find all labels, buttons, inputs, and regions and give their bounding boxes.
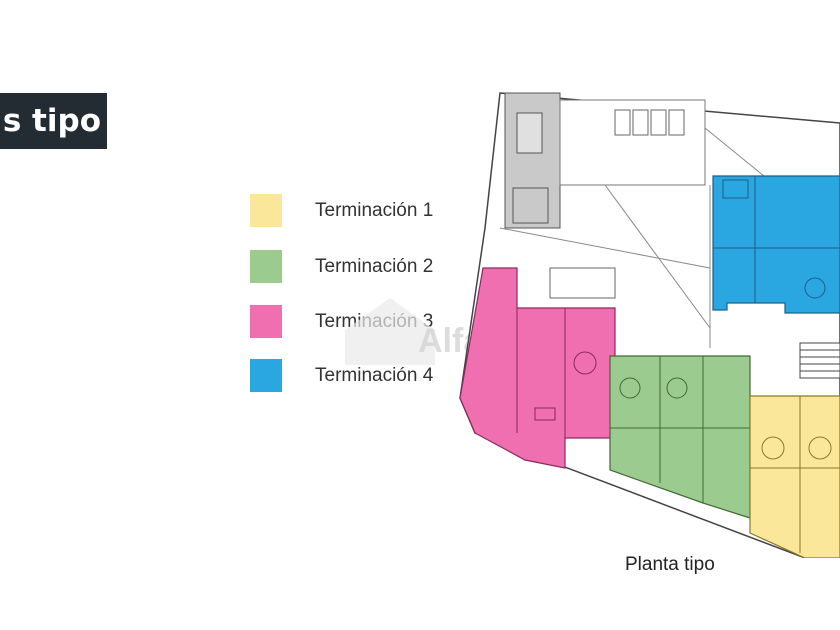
legend-swatch-1 bbox=[250, 194, 282, 227]
legend-item-1: Terminación 1 bbox=[250, 194, 470, 228]
floor-plan bbox=[459, 92, 840, 558]
pool-icon bbox=[512, 187, 549, 224]
unit-terminacion-4 bbox=[712, 175, 840, 314]
legend-label-2: Terminación 2 bbox=[315, 256, 434, 277]
stair-core bbox=[799, 342, 840, 379]
unit-terminacion-1 bbox=[749, 395, 840, 558]
legend-swatch-3 bbox=[250, 305, 282, 338]
legend-swatch-4 bbox=[250, 359, 282, 392]
unit-terminacion-2 bbox=[609, 355, 751, 519]
table-icon bbox=[516, 112, 543, 154]
page-title: s tipo bbox=[2, 103, 101, 139]
central-hall bbox=[549, 267, 616, 299]
legend-item-4: Terminación 4 bbox=[250, 359, 470, 393]
page-title-banner: s tipo bbox=[0, 93, 107, 149]
legend-label-1: Terminación 1 bbox=[315, 200, 434, 221]
legend-label-4: Terminación 4 bbox=[315, 365, 434, 386]
plan-caption: Planta tipo bbox=[625, 554, 715, 575]
legend-swatch-2 bbox=[250, 250, 282, 283]
legend-item-2: Terminación 2 bbox=[250, 250, 470, 284]
